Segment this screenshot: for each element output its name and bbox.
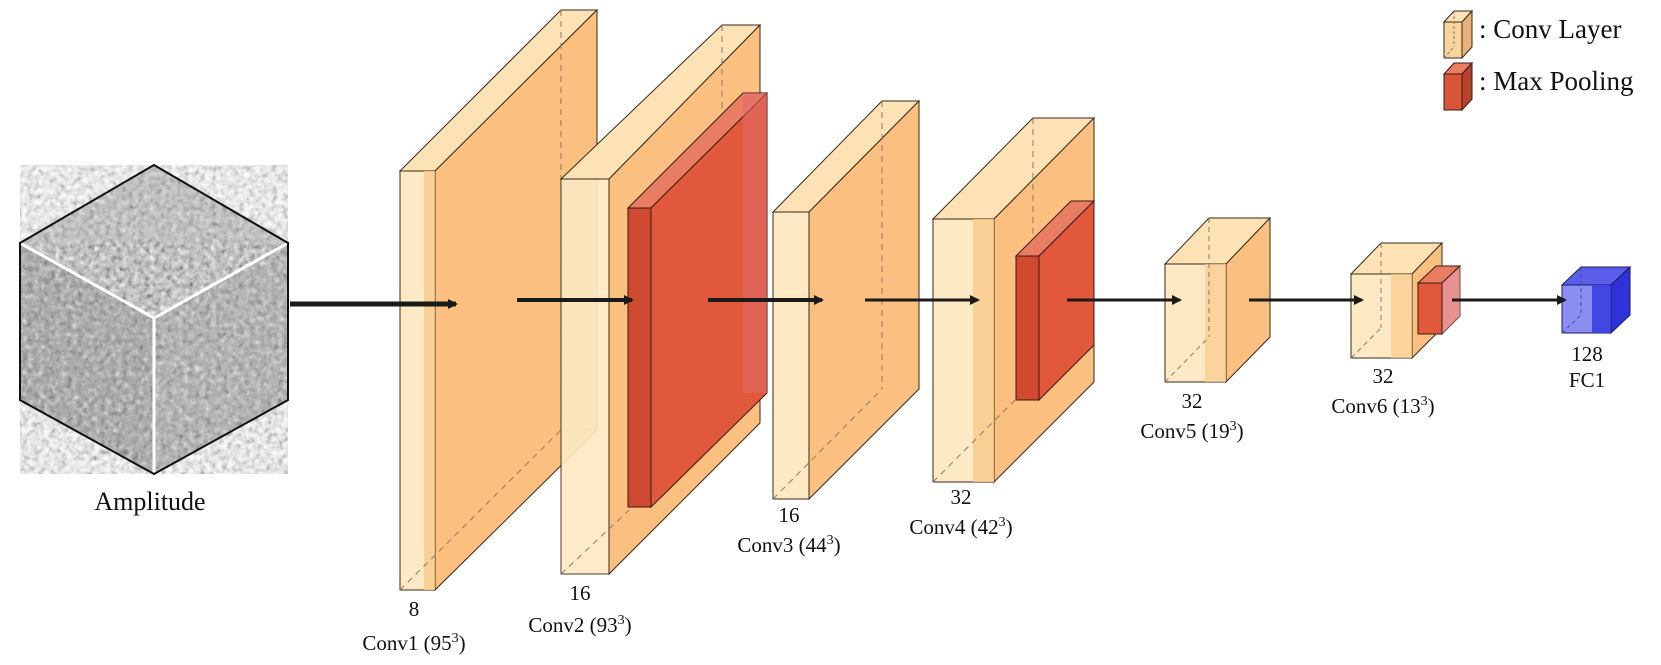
- amplitude-label: Amplitude: [94, 487, 205, 516]
- conv3-label: Conv3 (443): [737, 533, 840, 557]
- fc1-label: FC1: [1569, 368, 1605, 392]
- conv5-block: [1163, 216, 1272, 384]
- legend-max-pooling-label: : Max Pooling: [1479, 66, 1634, 96]
- conv4-label: Conv4 (423): [909, 515, 1012, 539]
- legend-max-pooling-icon: [1442, 61, 1474, 112]
- flow-arrows: [290, 295, 1567, 309]
- conv2-channels: 16: [570, 581, 591, 605]
- conv1-channels: 8: [409, 597, 420, 621]
- conv3-block: [771, 99, 921, 501]
- conv6-label: Conv6 (133): [1331, 394, 1434, 418]
- conv1-label: Conv1 (953): [362, 631, 465, 655]
- fc1-channels: 128: [1571, 342, 1603, 366]
- conv4-channels: 32: [951, 485, 972, 509]
- conv6-channels: 32: [1373, 364, 1394, 388]
- legend-conv-layer-label: : Conv Layer: [1479, 14, 1621, 44]
- layer-labels: 8 Conv1 (953) 16 Conv2 (933) 16 Conv3 (4…: [362, 342, 1605, 655]
- conv3-channels: 16: [779, 503, 800, 527]
- fc1-block: [1560, 265, 1632, 335]
- conv5-channels: 32: [1182, 389, 1203, 413]
- conv2-label: Conv2 (933): [528, 613, 631, 637]
- maxpool3-block: [1416, 264, 1462, 336]
- maxpool2-block: [1014, 199, 1096, 402]
- amplitude-input-cube: [18, 163, 290, 476]
- conv1-block: [398, 8, 599, 592]
- legend-conv-layer-icon: [1442, 9, 1474, 60]
- legend: : Conv Layer : Max Pooling: [1442, 9, 1634, 112]
- conv5-label: Conv5 (193): [1140, 419, 1243, 443]
